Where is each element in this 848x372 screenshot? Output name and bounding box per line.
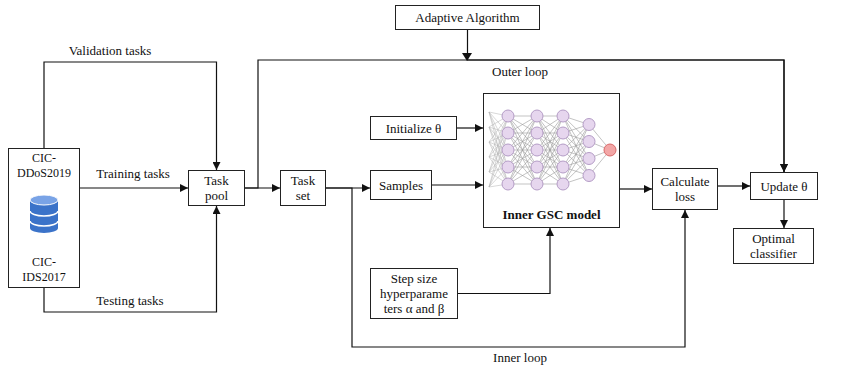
model-box: Inner GSC model <box>483 93 620 228</box>
connector <box>326 188 685 347</box>
neuron <box>531 161 543 173</box>
neuron <box>583 153 595 165</box>
neuron <box>557 144 569 156</box>
database-top <box>30 195 58 205</box>
edge-label: Validation tasks <box>67 43 154 58</box>
neuron <box>531 144 543 156</box>
box-text: Samples <box>375 178 427 193</box>
box-text: Task set <box>285 173 321 203</box>
box-text: Task pool <box>193 173 240 203</box>
connector <box>432 184 483 185</box>
network-link <box>508 116 537 167</box>
process-box: Task pool <box>188 170 245 206</box>
connector <box>783 200 784 228</box>
neuron <box>557 178 569 190</box>
neuron <box>557 127 569 139</box>
network-link <box>537 133 563 184</box>
network-link <box>508 116 537 167</box>
connector <box>620 188 652 189</box>
connector <box>718 185 750 186</box>
neuron <box>502 127 514 139</box>
box-text: Adaptive Algorithm <box>400 10 535 25</box>
connector <box>44 206 217 312</box>
process-box: Calculate loss <box>652 168 718 210</box>
neural-network <box>489 110 616 190</box>
neuron <box>557 110 569 122</box>
neuron <box>583 119 595 131</box>
edge-label: Testing tasks <box>94 293 165 308</box>
process-box: Step size hyperparame ters α and β <box>370 268 458 319</box>
box-text: Initialize θ <box>375 121 452 136</box>
neuron <box>531 127 543 139</box>
process-box: Optimal classifier <box>733 228 814 264</box>
process-box: Adaptive Algorithm <box>395 5 540 30</box>
neuron <box>583 136 595 148</box>
network-link <box>537 116 563 167</box>
neuron <box>502 144 514 156</box>
database-icon <box>30 195 58 233</box>
network-link <box>508 133 537 184</box>
box-text: CIC- DDoS2019 <box>13 151 75 181</box>
network-link <box>537 133 563 184</box>
box-text: Optimal classifier <box>738 231 809 261</box>
box-text: Step size hyperparame ters α and β <box>375 271 453 316</box>
box-text: Inner GSC model <box>488 207 615 222</box>
network-link <box>537 116 563 167</box>
neuron <box>583 170 595 182</box>
connector <box>44 62 217 170</box>
box-text: CIC-IDS2017 <box>13 255 75 285</box>
neuron <box>531 110 543 122</box>
neuron <box>557 161 569 173</box>
connector <box>468 30 785 172</box>
neuron <box>502 110 514 122</box>
edge-label: Training tasks <box>94 166 172 181</box>
edge-label: Outer loop <box>490 64 550 79</box>
connector <box>80 187 188 188</box>
neuron <box>531 178 543 190</box>
neuron <box>502 178 514 190</box>
dataset-box: CIC- DDoS2019CIC-IDS2017 <box>8 148 80 288</box>
box-text: Calculate loss <box>657 174 713 204</box>
process-box: Initialize θ <box>370 116 457 140</box>
connector <box>458 228 550 294</box>
output-neuron <box>604 144 616 156</box>
database-band <box>30 211 58 216</box>
edge-label: Inner loop <box>491 350 549 365</box>
process-box: Samples <box>370 170 432 200</box>
database-band <box>30 221 58 226</box>
connector <box>457 127 483 128</box>
process-box: Update θ <box>750 172 818 200</box>
neuron <box>502 161 514 173</box>
process-box: Task set <box>280 170 326 206</box>
network-link <box>508 133 537 184</box>
box-text: Update θ <box>755 179 813 194</box>
